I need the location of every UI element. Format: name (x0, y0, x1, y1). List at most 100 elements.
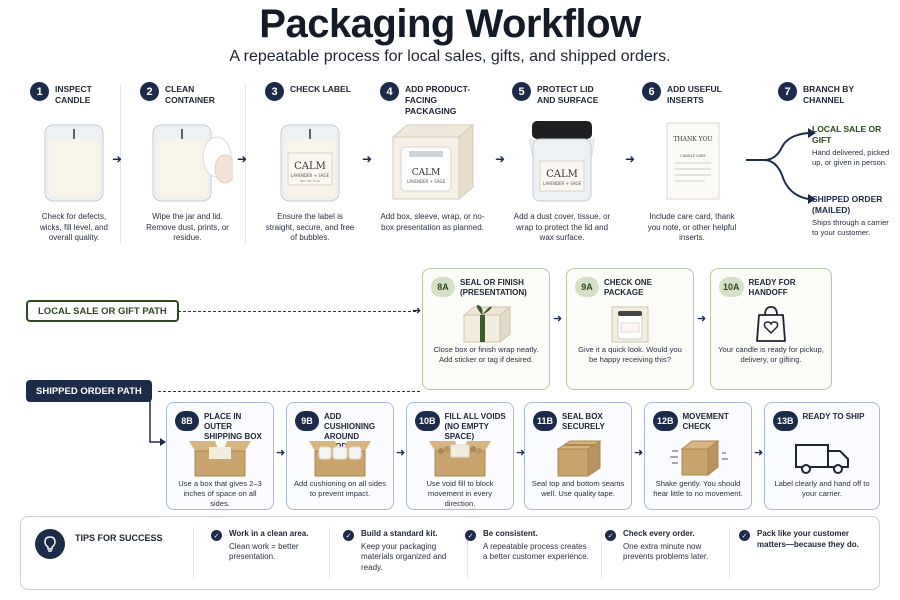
card-label: SEAL BOX SECURELY (562, 412, 605, 431)
card-label: READY FOR HANDOFF (748, 278, 796, 297)
arrow-right-icon: ➜ (495, 152, 506, 166)
jar-label-scent: LAVENDER + SAGE (406, 179, 445, 184)
step-label: INSPECT CANDLE (55, 84, 92, 105)
arrow-right-icon: ➜ (112, 152, 123, 166)
arrow-right-icon: ➜ (634, 447, 644, 459)
card-label: SEAL OR FINISH (PRESENTATION) (460, 278, 527, 297)
card-9b: 9B ADD CUSHIONING AROUND PRODUCT Add cus… (286, 402, 394, 510)
tip-item: Be consistent. A repeatable process crea… (483, 529, 593, 563)
step-label: ADD USEFUL INSERTS (667, 84, 722, 105)
step-label: CLEAN CONTAINER (165, 84, 215, 105)
card-10a: 10A READY FOR HANDOFF Your candle is rea… (710, 268, 832, 390)
card-number: 9A (575, 277, 599, 297)
step-description: Check for defects, wicks, fill level, an… (39, 212, 109, 242)
opened-box-jar-icon (567, 303, 693, 343)
step-2: 2 CLEAN CONTAINER Wipe the jar and lid. … (140, 82, 235, 254)
step-number: 1 (30, 82, 49, 101)
card-number: 8A (431, 277, 455, 297)
step-number: 3 (265, 82, 284, 101)
card-description: Add cushioning on all sides to prevent i… (293, 479, 387, 498)
card-number: 13B (773, 411, 798, 431)
arrow-right-icon: ➜ (276, 447, 286, 459)
shaking-box-icon (645, 437, 751, 477)
divider (193, 527, 194, 579)
step-4: 4 ADD PRODUCT-FACING PACKAGING CALM LAVE… (380, 82, 485, 254)
local-path-label: LOCAL SALE OR GIFT PATH (26, 300, 179, 322)
tip-item: Pack like your customer matters—because … (757, 529, 869, 552)
card-12b: 12B MOVEMENT CHECK Shake gently. You sho… (644, 402, 752, 510)
step-number: 4 (380, 82, 399, 101)
arrow-right-icon: ➜ (553, 313, 563, 325)
arrow-right-icon: ➜ (396, 447, 406, 459)
step-label: BRANCH BY CHANNEL (803, 84, 854, 105)
tip-title: Check every order. (623, 529, 695, 538)
tip-item: Work in a clean area. Clean work = bette… (229, 529, 321, 563)
card-9a: 9A CHECK ONE PACKAGE Give it a quick loo… (566, 268, 694, 390)
arrow-right-icon: ➜ (516, 447, 526, 459)
jar-label-brand: CALM (546, 169, 578, 180)
gift-box-image: CALM LAVENDER + SAGE (380, 112, 485, 208)
jar-label-brand: CALM (411, 168, 440, 178)
step-description: Add box, sleeve, wrap, or no-box present… (380, 212, 485, 232)
step-1: 1 INSPECT CANDLE Check for defects, wick… (30, 82, 118, 254)
step-description: Ensure the label is straight, secure, an… (265, 212, 355, 242)
step-7: 7 BRANCH BY CHANNEL (770, 82, 888, 254)
card-11b: 11B SEAL BOX SECURELY Seal top and botto… (524, 402, 632, 510)
local-path-connector (178, 311, 416, 312)
card-label: FILL ALL VOIDS (NO EMPTY SPACE) (444, 412, 506, 441)
tip-description: Clean work = better presentation. (229, 541, 299, 562)
card-10b: 10B FILL ALL VOIDS (NO EMPTY SPACE) Use … (406, 402, 514, 510)
check-icon: ✓ (605, 530, 616, 541)
insert-card-image: THANK YOU CANDLE CARE (642, 112, 742, 208)
card-label: CHECK ONE PACKAGE (604, 278, 653, 297)
card-description: Shake gently. You should hear little to … (653, 479, 743, 498)
card-number: 11B (533, 411, 558, 431)
tip-title: Pack like your customer matters—because … (757, 529, 859, 549)
branch-local-title: LOCAL SALE OR GIFT (812, 124, 882, 145)
page-title: Packaging Workflow (259, 2, 641, 46)
open-shipping-box-icon (167, 437, 273, 477)
step-label: PROTECT LID AND SURFACE (537, 84, 599, 105)
card-8a: 8A SEAL OR FINISH (PRESENTATION) Close b… (422, 268, 550, 390)
candle-jar-image (30, 112, 118, 208)
labeled-jar-image: CALM LAVENDER + SAGE NET WT 8 OZ (265, 112, 355, 208)
divider (245, 84, 246, 244)
divider (329, 527, 330, 579)
arrow-right-icon: ➜ (362, 152, 373, 166)
tip-item: Check every order. One extra minute now … (623, 529, 723, 563)
tip-description: A repeatable process creates a better cu… (483, 541, 589, 562)
card-8b: 8B PLACE IN OUTER SHIPPING BOX Use a box… (166, 402, 274, 510)
delivery-truck-icon (765, 437, 879, 477)
wrapped-box-icon (423, 303, 549, 343)
shipped-path-label: SHIPPED ORDER PATH (26, 380, 152, 402)
check-icon: ✓ (343, 530, 354, 541)
cushioned-box-icon (287, 437, 393, 477)
shipped-path-elbow (149, 400, 166, 446)
step-label: CHECK LABEL (290, 84, 351, 94)
sealed-box-icon (525, 437, 631, 477)
step-number: 7 (778, 82, 797, 101)
branch-shipped-title: SHIPPED ORDER (MAILED) (812, 194, 883, 215)
card-13b: 13B READY TO SHIP Label clearly and hand… (764, 402, 880, 510)
card-description: Use void fill to block movement in every… (426, 479, 494, 508)
card-label: READY TO SHIP (802, 412, 865, 421)
step-5: 5 PROTECT LID AND SURFACE CALM LAVENDER … (512, 82, 612, 254)
card-description: Label clearly and hand off to your carri… (774, 479, 870, 498)
page-subtitle: A repeatable process for local sales, gi… (229, 48, 671, 65)
tips-panel: TIPS FOR SUCCESS ✓ Work in a clean area.… (20, 516, 880, 590)
branch-fork-icon (746, 128, 816, 204)
card-number: 12B (653, 411, 678, 431)
step-label: ADD PRODUCT-FACING PACKAGING (405, 84, 471, 116)
divider (120, 84, 121, 244)
divider (601, 527, 602, 579)
jar-label-scent: LAVENDER + SAGE (543, 181, 582, 186)
step-number: 5 (512, 82, 531, 101)
shopping-bag-heart-icon (711, 303, 831, 343)
arrow-right-icon: ➜ (625, 152, 636, 166)
tip-item: Build a standard kit. Keep your packagin… (361, 529, 461, 573)
insert-card-heading: THANK YOU (673, 136, 712, 143)
tips-title: TIPS FOR SUCCESS (75, 533, 163, 543)
tip-title: Be consistent. (483, 529, 538, 538)
arrow-right-icon: ➜ (697, 313, 707, 325)
jar-label-brand: CALM (294, 161, 326, 172)
